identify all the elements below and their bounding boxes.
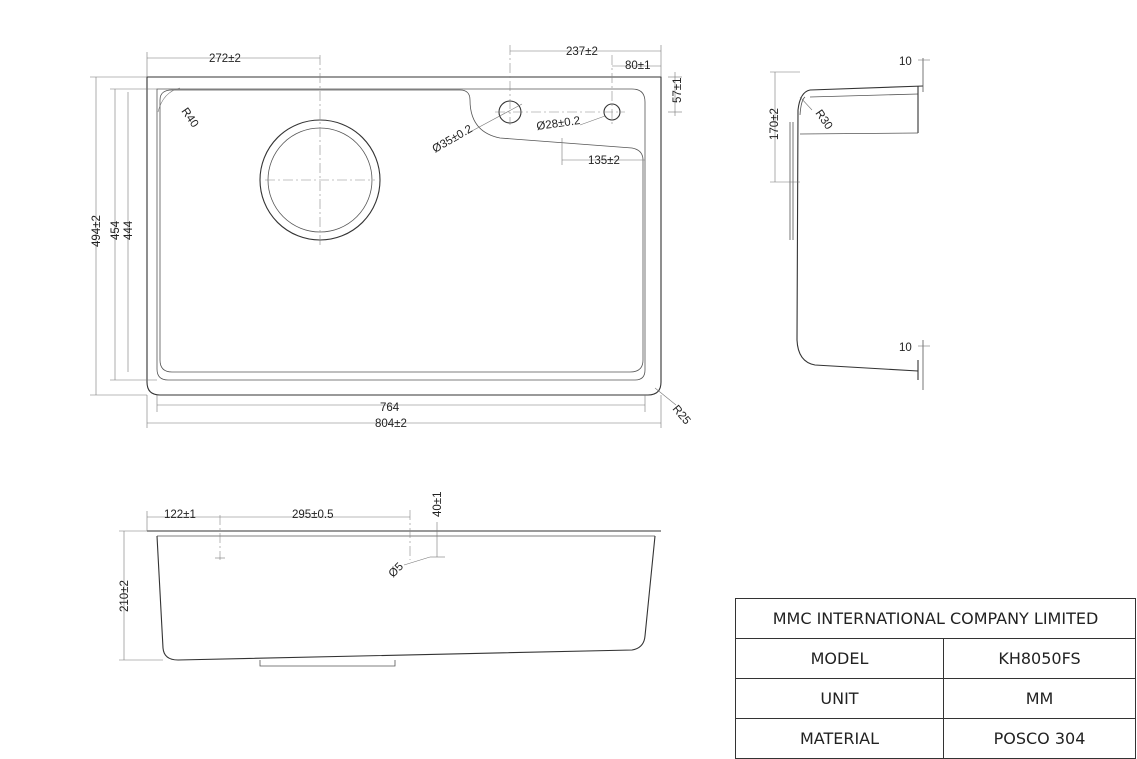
dim-r40: R40: [179, 106, 201, 130]
dim-122: 122±1: [164, 509, 196, 521]
dim-237: 237±2: [566, 46, 598, 58]
dim-57: 57±1: [672, 78, 684, 104]
plan-view: 272±2 237±2 80±1 57±1 R40 Ø35±0.2 Ø28±0.…: [90, 45, 692, 430]
dim-804: 804±2: [375, 418, 407, 430]
unit-label: UNIT: [735, 678, 944, 719]
dim-dia5: Ø5: [387, 561, 406, 580]
title-block: MMC INTERNATIONAL COMPANY LIMITED MODEL …: [735, 598, 1136, 759]
dim-r25: R25: [670, 403, 693, 427]
model-value: KH8050FS: [943, 638, 1136, 679]
company-name: MMC INTERNATIONAL COMPANY LIMITED: [735, 598, 1136, 639]
dim-10-top: 10: [899, 56, 912, 68]
unit-value: MM: [943, 678, 1136, 719]
dim-764: 764: [380, 402, 400, 414]
material-label: MATERIAL: [735, 718, 944, 759]
dim-40: 40±1: [432, 492, 444, 518]
model-label: MODEL: [735, 638, 944, 679]
dim-dia35: Ø35±0.2: [431, 123, 475, 155]
dim-80: 80±1: [625, 60, 651, 72]
dim-295: 295±0.5: [292, 509, 334, 521]
front-view: 122±1 295±0.5 40±1 Ø5 210±2: [119, 492, 661, 667]
dim-10-bottom: 10: [899, 342, 912, 354]
dim-135: 135±2: [588, 155, 620, 167]
side-view: 10 10 170±2 R30: [769, 56, 930, 390]
dim-272: 272±2: [209, 53, 241, 65]
dim-210: 210±2: [119, 580, 131, 612]
dim-494: 494±2: [91, 215, 103, 247]
dim-dia28: Ø28±0.2: [536, 115, 581, 133]
material-value: POSCO 304: [943, 718, 1136, 759]
dim-454: 454: [110, 220, 122, 240]
dim-170: 170±2: [769, 108, 781, 140]
dim-r30: R30: [813, 108, 835, 132]
dim-444: 444: [123, 220, 135, 240]
